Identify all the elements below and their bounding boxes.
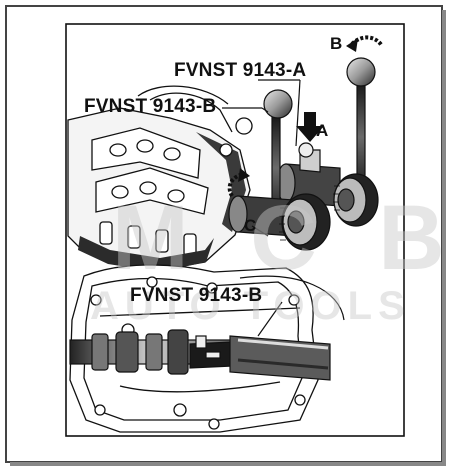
- watermark-line-2: AUTO TOOLS: [90, 284, 411, 328]
- label-tool-b-bottom: FVNST 9143-B: [130, 285, 263, 306]
- flange-outline: [239, 275, 345, 321]
- label-tool-b-top: FVNST 9143-B: [84, 96, 217, 117]
- callout-b: B: [330, 34, 343, 53]
- arrow-a-icon: [296, 112, 324, 142]
- arrow-c-icon: [227, 168, 250, 198]
- leader-lines: [222, 79, 301, 337]
- callout-a: A: [316, 121, 329, 140]
- tool-9143-a-drawing: [276, 57, 379, 227]
- callout-c: C: [244, 216, 257, 235]
- cylinder-head-drawing: [67, 85, 253, 272]
- label-tool-a: FVNST 9143-A: [174, 60, 307, 81]
- lower-camshaft-drawing: [69, 329, 331, 381]
- watermark-line-1: M C B: [112, 187, 450, 289]
- arrow-b-icon: [346, 35, 384, 52]
